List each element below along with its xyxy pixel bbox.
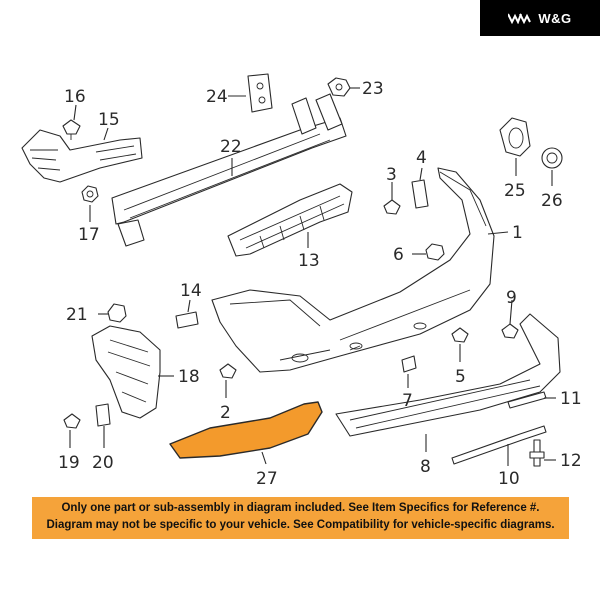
part-19-clip <box>63 413 81 429</box>
part-15-bracket <box>21 129 143 183</box>
part-2-clip <box>219 363 237 379</box>
callout-25: 25 <box>504 181 526 201</box>
callout-3: 3 <box>386 165 397 185</box>
callout-21: 21 <box>66 305 88 325</box>
part-24-bracket <box>247 73 273 113</box>
part-27-reflector <box>169 401 323 459</box>
part-16-clip <box>62 119 81 140</box>
part-10-trim <box>451 425 547 465</box>
part-8-valance <box>335 313 561 437</box>
part-14-bracket <box>175 311 199 329</box>
part-26-grommet <box>541 147 563 169</box>
callout-15: 15 <box>98 110 120 130</box>
wg-logo-icon <box>508 13 532 24</box>
parts-diagram: 1 2 3 4 5 6 7 8 9 10 11 12 13 14 15 16 1… <box>21 73 582 489</box>
disclaimer-line-2: Diagram may not be specific to your vehi… <box>46 519 555 531</box>
part-23-nut <box>327 77 351 97</box>
callout-8: 8 <box>420 457 431 477</box>
callout-9: 9 <box>506 288 517 308</box>
brand-name: W&G <box>538 10 572 26</box>
callout-22: 22 <box>220 137 242 157</box>
callout-1: 1 <box>512 223 523 243</box>
callout-11: 11 <box>560 389 582 409</box>
part-17-nut <box>81 185 99 203</box>
callout-18: 18 <box>178 367 200 387</box>
callout-5: 5 <box>455 367 466 387</box>
part-18-support <box>91 325 161 419</box>
callout-24: 24 <box>206 87 228 107</box>
callout-2: 2 <box>220 403 231 423</box>
callout-17: 17 <box>78 225 100 245</box>
callout-23: 23 <box>362 79 384 99</box>
part-22-reinforcement <box>111 93 347 247</box>
part-9-clip <box>501 323 519 339</box>
part-6-nut <box>425 243 445 261</box>
callout-26: 26 <box>541 191 563 211</box>
part-12-bolt <box>529 439 545 467</box>
part-3-clip <box>383 199 401 215</box>
part-25-sensor <box>499 117 531 157</box>
callout-13: 13 <box>298 251 320 271</box>
callout-27: 27 <box>256 469 278 489</box>
callout-14: 14 <box>180 281 202 301</box>
disclaimer-line-1: Only one part or sub-assembly in diagram… <box>61 502 540 514</box>
callout-6: 6 <box>393 245 404 265</box>
part-13-absorber <box>227 183 353 257</box>
callout-19: 19 <box>58 453 80 473</box>
callout-20: 20 <box>92 453 114 473</box>
callout-7: 7 <box>402 391 413 411</box>
part-21-nut <box>107 303 127 323</box>
callout-16: 16 <box>64 87 86 107</box>
part-4-bracket <box>411 179 429 209</box>
callout-12: 12 <box>560 451 582 471</box>
part-5-clip <box>451 327 469 343</box>
disclaimer-banner: Only one part or sub-assembly in diagram… <box>32 497 569 539</box>
callout-10: 10 <box>498 469 520 489</box>
part-1-bumper-cover <box>211 167 495 373</box>
part-20-bracket <box>95 403 111 427</box>
callout-4: 4 <box>416 148 427 168</box>
brand-logo: W&G <box>480 0 600 36</box>
part-7-bracket <box>401 355 417 373</box>
